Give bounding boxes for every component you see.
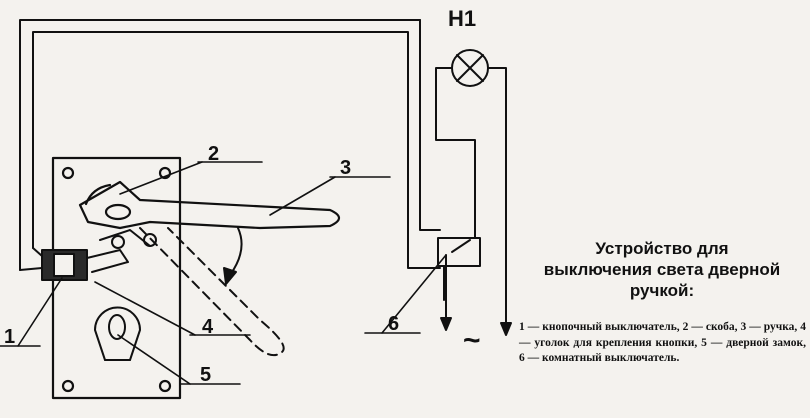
label-3: 3 (340, 157, 351, 179)
label-1: 1 (4, 326, 15, 348)
caption-title-line: выключения света дверной (543, 260, 781, 279)
handle-3 (78, 180, 341, 230)
caption-legend: 1 — кнопочный выключатель, 2 — скоба, 3 … (519, 321, 806, 364)
caption-title: Устройство для выключения света дверной … (516, 238, 808, 301)
handle-lowered-position (139, 227, 285, 356)
label-5: 5 (200, 364, 211, 386)
lamp-label: H1 (448, 6, 476, 31)
leader-6 (364, 254, 447, 334)
leaders (0, 161, 391, 385)
label-2: 2 (208, 143, 219, 165)
label-4: 4 (202, 316, 214, 338)
wiring-outer (19, 19, 441, 271)
push-button-switch-1 (19, 229, 157, 281)
room-switch-6-symbol (437, 209, 512, 336)
ac-symbol: ~ (463, 324, 481, 357)
door-lock-5 (94, 306, 141, 361)
caption-title-line: ручкой: (629, 281, 695, 300)
rotation-arrow (223, 227, 243, 285)
lamp-h1-symbol (435, 49, 507, 331)
caption-title-line: Устройство для (595, 239, 729, 258)
label-6: 6 (388, 313, 399, 335)
